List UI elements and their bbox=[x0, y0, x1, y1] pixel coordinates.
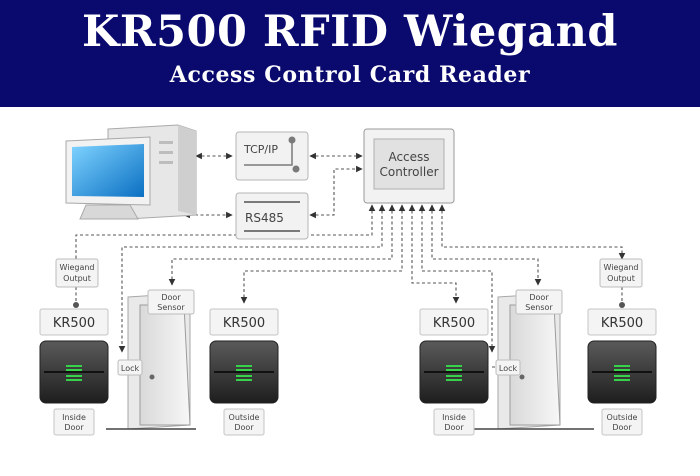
wiegand-label-line1: Wiegand bbox=[59, 263, 94, 272]
door-sensor-line1: Door bbox=[161, 293, 181, 302]
inside-door-line1: Inside bbox=[62, 413, 86, 422]
door-sensor-box bbox=[147, 289, 195, 315]
rs485-label: RS485 bbox=[245, 211, 284, 225]
inside-door-line2: Door bbox=[64, 423, 84, 432]
outside-door-line1: Outside bbox=[229, 413, 260, 422]
access-controller: Access Controller bbox=[363, 128, 455, 204]
indicator-light bbox=[66, 365, 82, 367]
outside-door-line1: Outside bbox=[607, 413, 638, 422]
kr500-reader-4: KR500 Outside Door bbox=[587, 308, 657, 436]
door-left: Door Sensor Lock bbox=[117, 289, 195, 430]
door-sensor-line1: Door bbox=[529, 293, 549, 302]
controller-label-line1: Access bbox=[388, 150, 429, 164]
indicator-light bbox=[614, 365, 630, 367]
tcpip-label: TCP/IP bbox=[243, 143, 278, 156]
title-banner: KR500 RFID Wiegand Access Control Card R… bbox=[0, 0, 700, 107]
reader-model-label: KR500 bbox=[223, 316, 265, 331]
lock-label: Lock bbox=[499, 364, 518, 373]
wiegand-output-left: Wiegand Output bbox=[55, 258, 99, 308]
tcpip-module: TCP/IP bbox=[235, 131, 309, 181]
computer-icon bbox=[65, 124, 197, 220]
inside-door-line1: Inside bbox=[442, 413, 466, 422]
wiegand-label-line2: Output bbox=[607, 274, 635, 283]
door-right: Door Sensor Lock bbox=[495, 289, 563, 430]
outside-door-line2: Door bbox=[234, 423, 254, 432]
door-sensor-line2: Sensor bbox=[157, 303, 185, 312]
indicator-light bbox=[236, 365, 252, 367]
wiegand-label-line2: Output bbox=[63, 274, 91, 283]
rs485-module: RS485 bbox=[235, 192, 309, 240]
reader-model-label: KR500 bbox=[601, 316, 643, 331]
indicator-light bbox=[446, 365, 462, 367]
kr500-reader-1: KR500 Inside Door bbox=[39, 308, 109, 436]
wiring-diagram: TCP/IP RS485 Access Controller Wiegand O… bbox=[39, 124, 657, 436]
wiegand-label-line1: Wiegand bbox=[603, 263, 638, 272]
door-sensor-box bbox=[515, 289, 563, 315]
reader-model-label: KR500 bbox=[53, 316, 95, 331]
kr500-reader-2: KR500 Outside Door bbox=[209, 308, 279, 436]
wiegand-output-right: Wiegand Output bbox=[599, 258, 643, 308]
outside-door-line2: Door bbox=[612, 423, 632, 432]
door-sensor-line2: Sensor bbox=[525, 303, 553, 312]
inside-door-line2: Door bbox=[444, 423, 464, 432]
controller-label-line2: Controller bbox=[379, 165, 438, 179]
lock-label: Lock bbox=[121, 364, 140, 373]
reader-model-label: KR500 bbox=[433, 316, 475, 331]
banner-title: KR500 RFID Wiegand bbox=[82, 7, 618, 57]
kr500-reader-3: KR500 Inside Door bbox=[419, 308, 489, 436]
banner-subtitle: Access Control Card Reader bbox=[169, 62, 531, 88]
